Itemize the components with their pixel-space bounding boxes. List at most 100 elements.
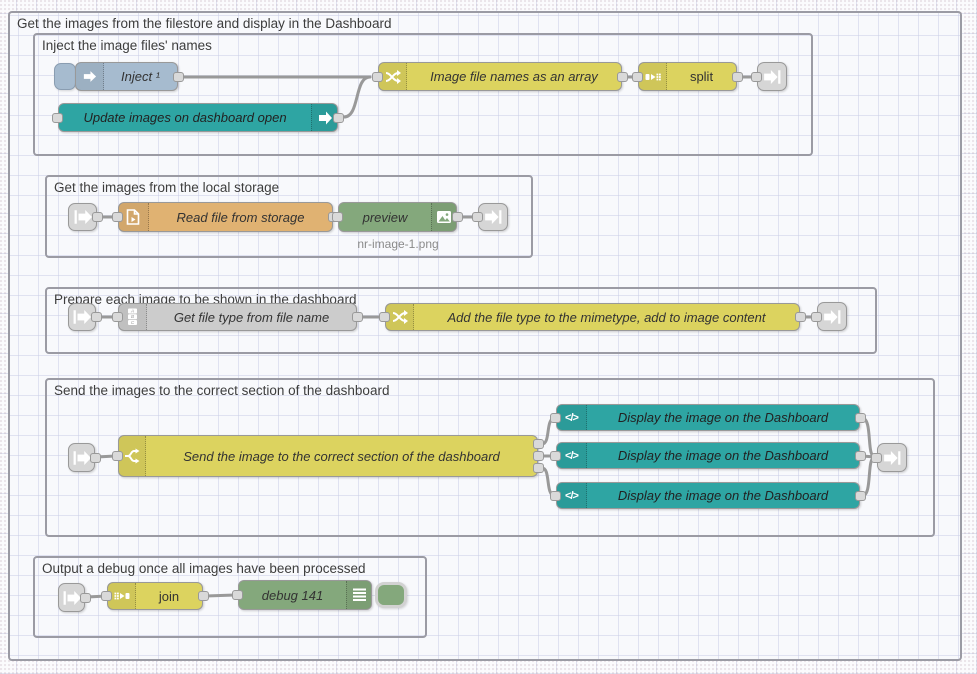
node-link-in-4-output-port[interactable]	[90, 452, 101, 463]
node-join-label: join	[158, 588, 180, 604]
node-function-mimetype[interactable]: Add the file type to the mimetype, add t…	[379, 303, 806, 331]
node-update-images-input-port[interactable]	[52, 112, 63, 123]
node-link-in-2-output-port[interactable]	[92, 212, 103, 222]
node-read-file[interactable]: Read file from storage	[112, 202, 339, 232]
node-switch-output-port-1[interactable]	[533, 439, 544, 449]
node-debug[interactable]: debug 141	[232, 580, 372, 610]
node-join-output-port[interactable]	[198, 591, 209, 601]
link-in-icon	[73, 450, 91, 465]
node-preview-label: preview	[362, 209, 408, 225]
group-outer-label: Get the images from the filestore and di…	[17, 16, 392, 31]
node-display-3-input-port[interactable]	[550, 490, 561, 501]
node-switch-output-port-2[interactable]	[533, 451, 544, 461]
node-switch-label: Send the image to the correct section of…	[183, 448, 500, 464]
node-display-3-label: Display the image on the Dashboard	[617, 488, 829, 503]
node-link-out-2-input-port[interactable]	[472, 212, 483, 222]
node-get-file-type-output-port[interactable]	[352, 312, 363, 322]
node-inject[interactable]: Inject ¹	[75, 62, 184, 91]
node-link-in-5-output-port[interactable]	[80, 592, 91, 603]
wire-join-to-debug[interactable]	[204, 593, 237, 598]
node-switch-output-port-3[interactable]	[533, 463, 544, 473]
code-icon: </>	[557, 405, 587, 430]
node-inject-label: Inject ¹	[120, 69, 160, 84]
node-get-file-type-input-port[interactable]	[112, 312, 123, 322]
node-link-out-3[interactable]	[811, 302, 847, 331]
abc-boxes-icon: A B C	[119, 304, 147, 330]
link-in-icon	[63, 590, 81, 605]
image-icon	[431, 203, 456, 231]
inject-trigger-button[interactable]	[54, 63, 76, 90]
group-storage[interactable]: Get the images from the local storage	[45, 175, 533, 258]
node-split[interactable]: split	[632, 62, 743, 91]
node-link-out-4[interactable]	[871, 443, 907, 472]
node-link-out-4-input-port[interactable]	[871, 452, 882, 463]
node-function-filenames[interactable]: Image file names as an array	[372, 62, 628, 91]
node-inject-output-port[interactable]	[173, 71, 184, 82]
function-icon	[386, 304, 414, 330]
split-icon	[639, 63, 667, 90]
node-read-file-input-port[interactable]	[112, 212, 123, 222]
node-link-in-3-output-port[interactable]	[91, 312, 102, 322]
svg-text:B: B	[131, 314, 134, 319]
dashboard-arrow-icon	[311, 104, 337, 131]
node-debug-input-port[interactable]	[232, 590, 243, 600]
node-link-out-1-input-port[interactable]	[751, 71, 762, 82]
node-update-images-output-port[interactable]	[333, 112, 344, 123]
debug-toggle-button[interactable]	[375, 582, 407, 608]
node-link-in-5[interactable]	[58, 583, 91, 612]
group-debug[interactable]: Output a debug once all images have been…	[33, 556, 427, 638]
node-display-1-label: Display the image on the Dashboard	[617, 410, 829, 425]
node-display-2-label: Display the image on the Dashboard	[617, 448, 829, 463]
node-update-images[interactable]: Update images on dashboard open	[52, 103, 344, 132]
node-switch[interactable]: Send the image to the correct section of…	[112, 435, 544, 477]
svg-text:C: C	[131, 320, 135, 325]
node-preview-output-port[interactable]	[452, 212, 463, 222]
node-link-out-2[interactable]	[472, 203, 508, 231]
node-display-3[interactable]: </> Display the image on the Dashboard	[550, 482, 866, 509]
function-icon	[379, 63, 407, 90]
group-storage-label: Get the images from the local storage	[54, 180, 280, 195]
group-send[interactable]: Send the images to the correct section o…	[45, 378, 935, 537]
node-link-in-2[interactable]	[68, 203, 103, 231]
link-out-icon	[485, 210, 502, 224]
node-function-filenames-output-port[interactable]	[617, 71, 628, 82]
link-in-icon	[74, 210, 92, 224]
node-join-input-port[interactable]	[101, 591, 112, 601]
node-get-file-type[interactable]: A B C Get file type from file name	[112, 303, 363, 331]
node-link-out-3-input-port[interactable]	[811, 311, 822, 322]
node-display-1-output-port[interactable]	[855, 412, 866, 423]
file-out-icon	[119, 203, 149, 231]
node-split-input-port[interactable]	[632, 71, 643, 82]
node-display-2-output-port[interactable]	[855, 450, 866, 461]
link-out-icon	[884, 450, 901, 465]
node-preview-status: nr-image-1.png	[357, 237, 439, 251]
node-read-file-label: Read file from storage	[176, 209, 305, 225]
node-function-mimetype-input-port[interactable]	[379, 312, 390, 322]
code-icon: </>	[557, 443, 587, 468]
node-display-3-output-port[interactable]	[855, 490, 866, 501]
node-split-output-port[interactable]	[732, 71, 743, 82]
join-icon	[108, 583, 136, 609]
node-link-in-4[interactable]	[68, 443, 101, 472]
node-link-in-3[interactable]	[68, 303, 102, 331]
node-split-label: split	[689, 69, 714, 84]
node-function-filenames-label: Image file names as an array	[430, 69, 598, 84]
code-icon: </>	[557, 483, 587, 508]
group-inject[interactable]: Inject the image files' names	[33, 33, 813, 156]
node-preview[interactable]: preview	[332, 202, 463, 232]
node-function-mimetype-label: Add the file type to the mimetype, add t…	[447, 309, 766, 325]
node-get-file-type-label: Get file type from file name	[173, 309, 330, 325]
node-display-1-input-port[interactable]	[550, 412, 561, 423]
wire-update-to-function[interactable]	[342, 75, 372, 119]
node-switch-input-port[interactable]	[112, 451, 123, 461]
node-display-2[interactable]: </> Display the image on the Dashboard	[550, 442, 866, 469]
node-preview-input-port[interactable]	[332, 212, 343, 222]
node-display-1[interactable]: </> Display the image on the Dashboard	[550, 404, 866, 431]
node-display-2-input-port[interactable]	[550, 450, 561, 461]
node-link-out-1[interactable]	[751, 62, 787, 91]
inject-arrow-icon	[76, 63, 104, 90]
node-function-filenames-input-port[interactable]	[372, 71, 383, 82]
node-join[interactable]: join	[101, 582, 209, 610]
node-function-mimetype-output-port[interactable]	[795, 312, 806, 322]
